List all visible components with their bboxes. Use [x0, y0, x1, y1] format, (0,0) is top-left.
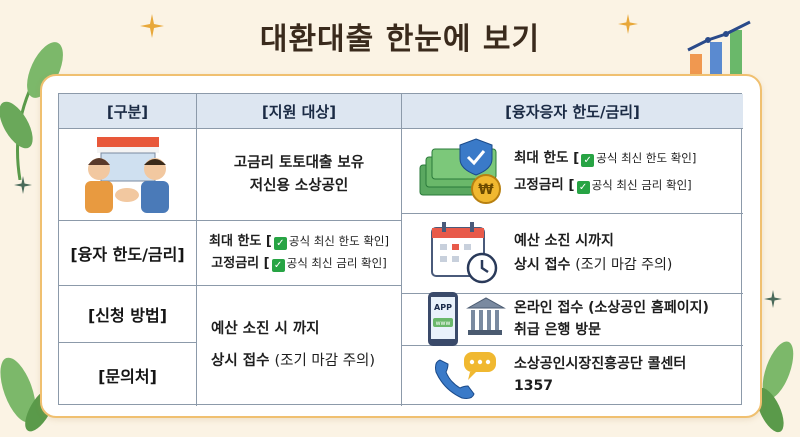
right-limit-text: 최대 한도 [✓공식 최신 한도 확인] 고정금리 [✓공식 최신 금리 확인]	[514, 129, 696, 214]
summary-table: [구분] [지원 대상] [융자응자 한도/금리] [융자 한도/금리] [신청…	[58, 93, 743, 406]
phone-call-icon	[435, 352, 496, 399]
money-shield-icon: ₩	[419, 138, 501, 204]
right-budget-text: 예산 소진 시까지 상시 접수 (조기 마감 주의)	[514, 214, 672, 294]
right-budget-line-2: 상시 접수 (조기 마감 주의)	[514, 257, 673, 273]
label-contact: [문의처]	[59, 343, 197, 406]
sparkle-icon	[140, 14, 164, 38]
label-limit-rate: [융자 한도/금리]	[59, 221, 197, 286]
right-online-line-1: 온라인 접수 (소상공인 홈페이지)	[514, 300, 709, 317]
header-limit-rate: [융자응자 한도/금리]	[402, 94, 743, 129]
right-contact-text: 소상공인시장진흥공단 콜센터 1357	[514, 346, 686, 406]
app-label: APP	[434, 303, 452, 312]
right-max-limit-line: 최대 한도 [✓공식 최신 한도 확인]	[514, 149, 697, 167]
target-cell: 고금리 토토대출 보유 저신용 소상공인	[197, 129, 402, 221]
sparkle-icon	[618, 14, 638, 34]
apply-left-line-2: 상시 접수 (조기 마감 주의)	[211, 353, 376, 369]
bar-chart-decoration-icon	[687, 20, 751, 76]
label-apply-method: [신청 방법]	[59, 286, 197, 343]
right-online-text: 온라인 접수 (소상공인 홈페이지) 취급 은행 방문	[514, 294, 709, 346]
fixed-rate-line: 고정금리 [✓공식 최신 금리 확인]	[211, 256, 387, 272]
limit-rate-left-cell: 최대 한도 [✓공식 최신 한도 확인] 고정금리 [✓공식 최신 금리 확인]	[197, 221, 402, 286]
check-icon: ✓	[271, 259, 285, 272]
right-budget-line-1: 예산 소진 시까지	[514, 233, 614, 250]
page-title: 대환대출 한눈에 보기	[259, 22, 541, 57]
target-line-2: 저신용 소상공인	[249, 177, 349, 194]
sparkle-icon	[764, 290, 782, 308]
sparkle-icon	[14, 176, 32, 194]
apply-left-line-1: 예산 소진 시 까지	[211, 321, 320, 338]
right-budget-cell: 예산 소진 시까지 상시 접수 (조기 마감 주의)	[402, 214, 743, 294]
max-limit-line: 최대 한도 [✓공식 최신 한도 확인]	[209, 233, 389, 250]
won-coin-symbol: ₩	[478, 182, 494, 198]
www-label: www	[436, 320, 451, 327]
right-contact-cell: 소상공인시장진흥공단 콜센터 1357	[402, 346, 743, 406]
calendar-clock-icon	[431, 222, 498, 284]
right-contact-line-2: 1357	[514, 378, 553, 394]
phone-app-bank-icon: APP www	[428, 292, 506, 346]
apply-left-cell: 예산 소진 시 까지 상시 접수 (조기 마감 주의)	[197, 286, 402, 406]
header-category: [구분]	[59, 94, 197, 129]
shop-owners-handshake-icon	[85, 137, 169, 213]
check-icon: ✓	[581, 153, 595, 167]
right-fixed-rate-line: 고정금리 [✓공식 최신 금리 확인]	[514, 176, 692, 194]
right-limit-cell: ₩ 최대 한도 [✓공식 최신 한도 확인] 고정금리 [✓공식 최신 금리 확…	[402, 129, 743, 214]
right-contact-line-1: 소상공인시장진흥공단 콜센터	[514, 356, 687, 373]
right-online-cell: APP www 온라인 접수 (소상공인 홈페이지) 취급 은행 방문	[402, 292, 743, 346]
leaf-decoration-right	[756, 341, 794, 433]
header-target: [지원 대상]	[197, 94, 402, 129]
right-online-line-2: 취급 은행 방문	[514, 322, 602, 338]
check-icon: ✓	[273, 236, 287, 250]
target-line-1: 고금리 토토대출 보유	[233, 155, 365, 172]
check-icon: ✓	[576, 180, 590, 194]
leaf-decoration-left	[0, 42, 63, 180]
shop-owners-illustration-cell	[59, 129, 197, 221]
